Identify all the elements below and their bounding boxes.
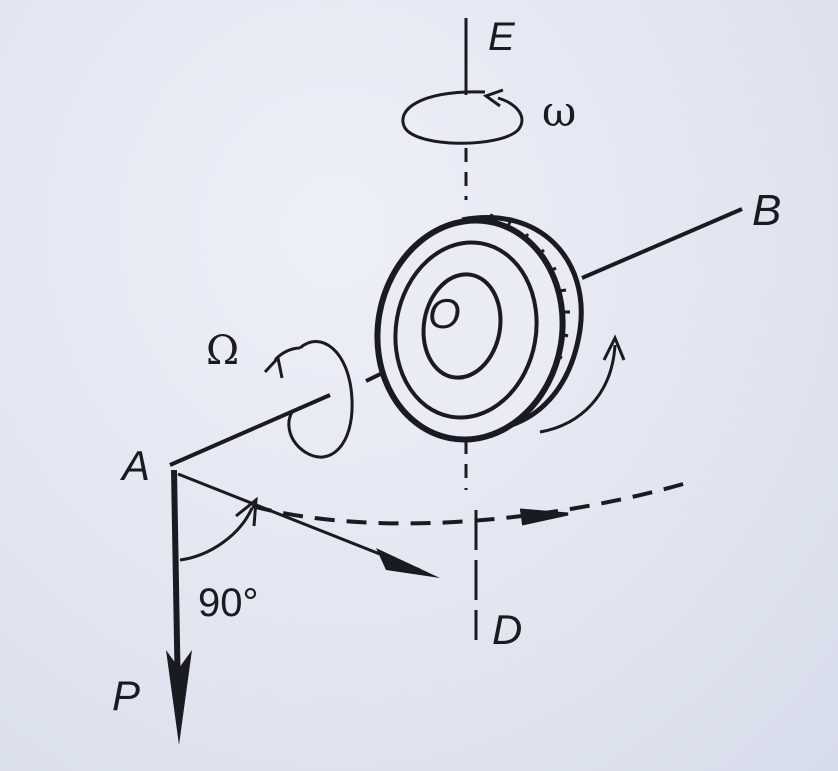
weight-force-P: [166, 469, 192, 745]
wheel-spin-arrow: [539, 334, 626, 434]
label-Omega: Ω: [206, 328, 239, 374]
label-O: O: [428, 290, 461, 337]
precession-direction-arrow: [177, 472, 440, 578]
label-D: D: [492, 606, 522, 653]
label-omega: ω: [542, 87, 576, 136]
label-A: A: [119, 442, 150, 489]
omega-rotation-arrow: [401, 88, 524, 145]
vertical-axis-ED: [464, 18, 478, 640]
Omega-rotation-arrow: [263, 340, 354, 459]
label-angle: 90°: [198, 581, 259, 625]
gyroscope-wheel: [374, 213, 584, 443]
label-B: B: [752, 186, 781, 235]
label-E: E: [488, 15, 516, 59]
label-P: P: [112, 672, 140, 719]
right-angle-arc: [179, 496, 258, 562]
precession-path: [251, 480, 691, 526]
